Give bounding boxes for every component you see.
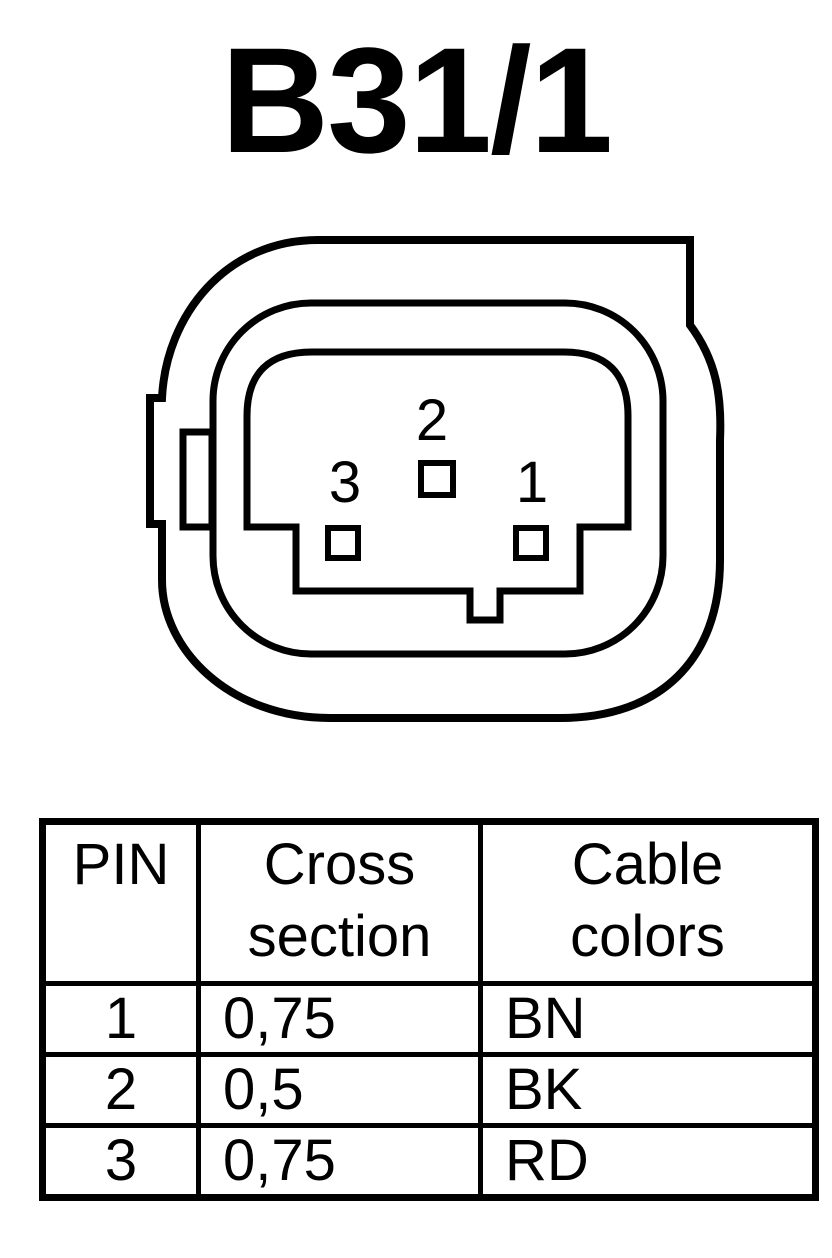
pin-3-contact <box>325 525 361 561</box>
pin-3-label: 3 <box>329 450 361 515</box>
pin-2-contact <box>418 460 456 498</box>
cell-pin: 1 <box>40 981 201 1057</box>
table-row: 3 0,75 RD <box>40 1123 818 1200</box>
cell-cable-color: BN <box>478 981 818 1057</box>
header-pin: PIN <box>40 819 201 986</box>
cell-pin: 2 <box>40 1052 201 1128</box>
connector-housing-outline <box>146 236 725 722</box>
connector-diagram: 2 3 1 <box>146 236 725 722</box>
connector-latch-tab <box>179 428 216 531</box>
table-row: 1 0,75 BN <box>40 981 818 1057</box>
header-cable-colors: Cable colors <box>478 819 818 986</box>
table-row: 2 0,5 BK <box>40 1052 818 1128</box>
connector-title: B31/1 <box>220 16 613 184</box>
pin-1-contact <box>513 525 549 561</box>
pin-2-label: 2 <box>416 388 448 453</box>
pin-assignment-table: PIN Cross section Cable colors 1 0,75 BN… <box>39 818 819 1201</box>
connector-pin-cavity <box>243 348 632 624</box>
header-cross-section: Cross section <box>196 819 483 986</box>
cell-cross-section: 0,75 <box>196 1123 483 1200</box>
cell-cross-section: 0,5 <box>196 1052 483 1128</box>
pin-1-label: 1 <box>516 450 548 515</box>
cell-cable-color: RD <box>478 1123 818 1200</box>
table-header-row: PIN Cross section Cable colors <box>40 819 818 986</box>
cell-cable-color: BK <box>478 1052 818 1128</box>
connector-inner-ring <box>209 299 667 658</box>
cell-pin: 3 <box>40 1123 201 1200</box>
cell-cross-section: 0,75 <box>196 981 483 1057</box>
